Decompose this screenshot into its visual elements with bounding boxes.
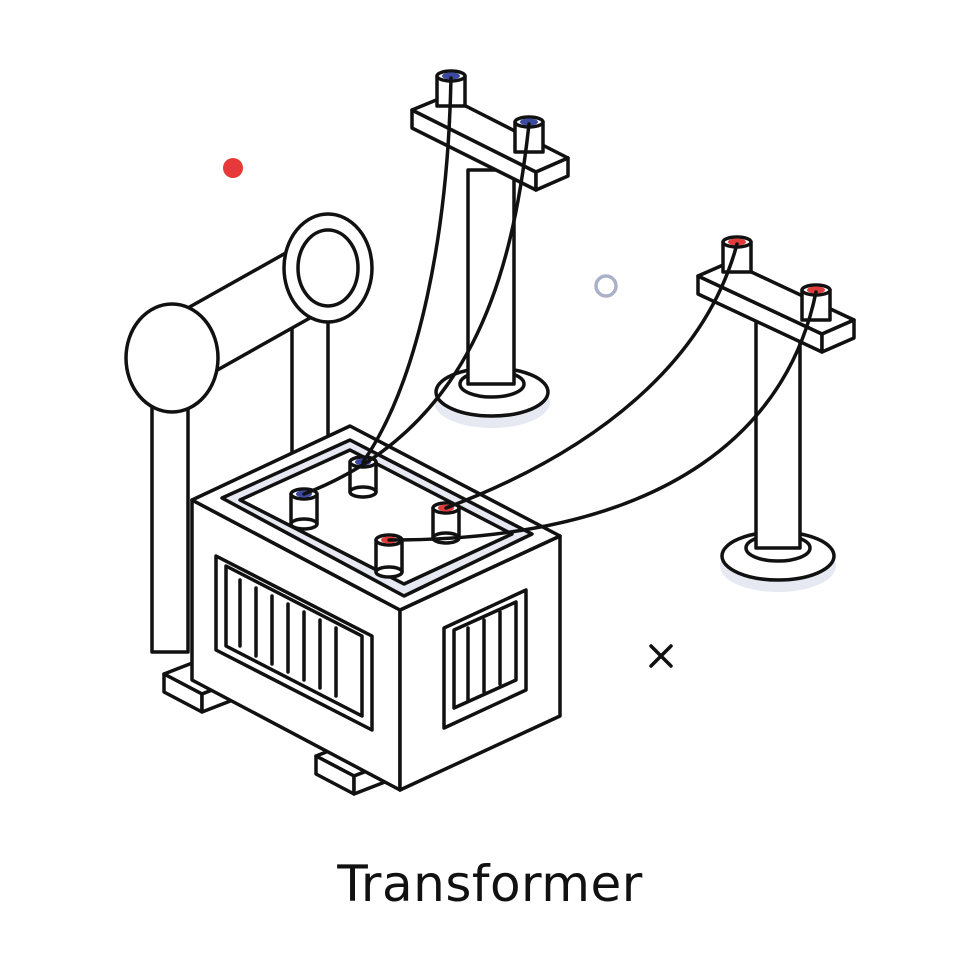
cross-icon [649, 644, 673, 668]
ring-icon [594, 274, 618, 298]
transformer-icon [190, 424, 562, 792]
illustration-caption: Transformer [337, 855, 643, 913]
cables [302, 76, 818, 542]
conservator-tank [124, 212, 374, 654]
red-insulator [721, 235, 753, 274]
dot-icon [223, 158, 243, 178]
right-utility-pole [696, 235, 856, 592]
radiator-left [214, 554, 374, 732]
radiator-right [442, 588, 528, 730]
